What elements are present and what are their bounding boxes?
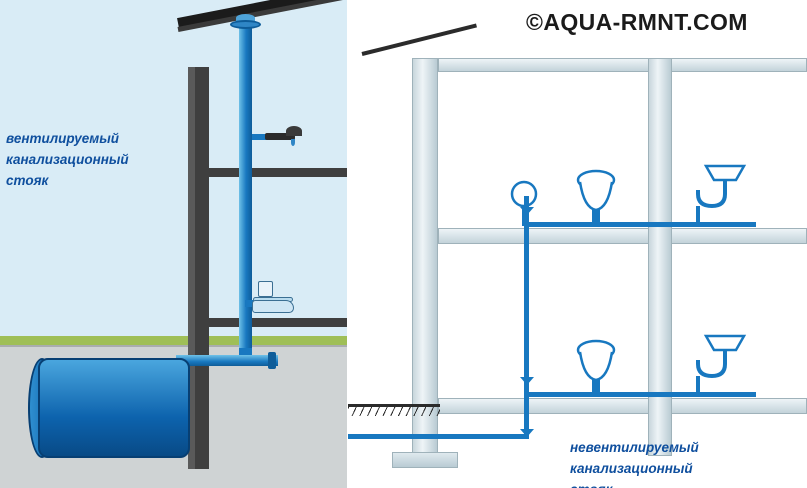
- ceiling-slab-top: [438, 58, 807, 72]
- stack-vent-deflector-icon: [230, 20, 261, 29]
- cleanout-valve-upper-icon: [520, 207, 534, 215]
- kitchen-sink-upper-icon: [696, 164, 747, 222]
- exterior-wall: [412, 58, 438, 458]
- water-drop-icon: [291, 139, 295, 146]
- ventilated-stack-pipe: [239, 28, 252, 358]
- unventilated-stack-pipe-lower: [524, 392, 529, 438]
- toilet-cistern: [258, 281, 273, 297]
- toilet-lower-icon: [576, 339, 616, 396]
- grass-strip: [0, 336, 348, 345]
- upper-branch-pipe: [524, 222, 756, 227]
- left-panel-label: вентилируемый канализационный стояк: [6, 128, 186, 191]
- sewer-outlet-pipe: [176, 355, 278, 366]
- left-label-line-1: вентилируемый: [6, 131, 120, 146]
- cleanout-valve-lower-icon: [520, 377, 534, 385]
- unventilated-stack-pipe-upper: [524, 222, 529, 398]
- faucet-supply-pipe: [252, 134, 268, 140]
- external-sewer-outlet-pipe: [348, 434, 529, 439]
- watermark-text: ©AQUA-RMNT.COM: [526, 9, 748, 35]
- right-panel-unventilated-stack: ©AQUA-RMNT.COM: [348, 0, 807, 488]
- floor-slab-lower: [209, 318, 348, 327]
- toilet-outlet-pipe: [245, 300, 255, 307]
- floor-slab-bottom: [438, 398, 807, 414]
- left-panel-ventilated-stack: вентилируемый канализационный стояк: [0, 0, 348, 488]
- floor-slab-middle: [438, 228, 807, 244]
- septic-tank: [38, 358, 190, 458]
- house-wall-highlight: [188, 67, 195, 469]
- right-label-line-1: невентилируемый: [570, 440, 699, 455]
- stack-vent-outlet: [236, 14, 255, 22]
- left-label-line-3: стояк: [6, 173, 49, 188]
- kitchen-sink-lower-icon: [696, 334, 747, 392]
- soil-line: [0, 345, 348, 347]
- ground-level-line: [348, 404, 440, 407]
- sewer-pipe-end-cap: [268, 352, 276, 369]
- faucet-body: [265, 133, 295, 140]
- right-label-line-2: канализационный: [570, 461, 693, 476]
- right-panel-label: невентилируемый канализационный стояк: [570, 437, 780, 488]
- outlet-elbow-icon: [520, 429, 534, 437]
- floor-slab-upper: [209, 168, 348, 177]
- faucet-head: [286, 126, 302, 136]
- interior-wall: [648, 58, 672, 456]
- roof-slope-line: [361, 23, 477, 56]
- left-label-line-2: канализационный: [6, 152, 129, 167]
- toilet-bowl: [252, 300, 294, 313]
- lower-branch-pipe: [524, 392, 756, 397]
- toilet-upper-icon: [576, 169, 616, 226]
- ground-hatching: [348, 407, 440, 416]
- wall-foundation-footing: [392, 452, 458, 468]
- right-label-line-3: стояк: [570, 479, 780, 488]
